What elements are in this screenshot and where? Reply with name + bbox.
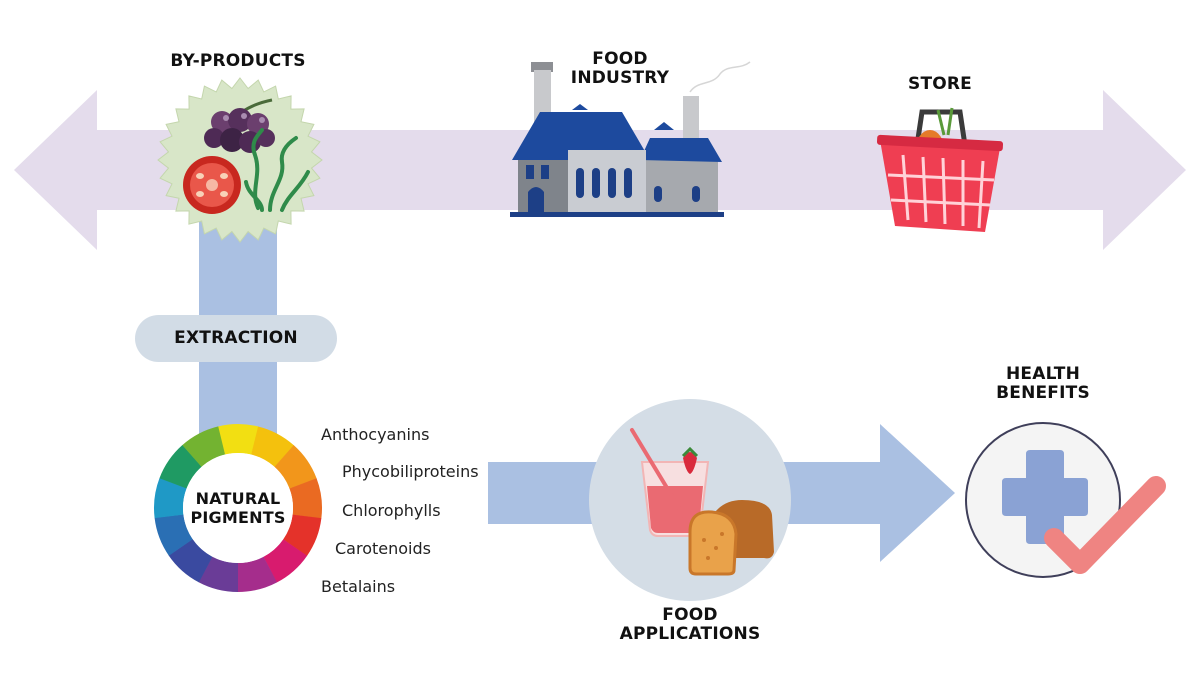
- food-applications-label: FOOD APPLICATIONS: [619, 605, 761, 644]
- color-wheel-segment: [251, 426, 294, 467]
- bread-loaf-icon: [688, 500, 774, 576]
- color-wheel-segment: [182, 426, 226, 467]
- pigment-anthocyanins: Anthocyanins: [321, 425, 430, 444]
- checkmark-icon: [1044, 476, 1166, 574]
- pigment-phycobiliproteins: Phycobiliproteins: [342, 462, 479, 481]
- color-wheel-segment: [198, 556, 238, 592]
- seaweed-icon: [244, 128, 310, 212]
- extraction-label: EXTRACTION: [174, 328, 298, 348]
- color-wheel-segment: [237, 556, 278, 593]
- by-products-badge: [157, 77, 323, 243]
- color-wheel-segment: [159, 444, 202, 489]
- natural-pigments-label: NATURAL PIGMENTS: [190, 489, 286, 527]
- color-wheel-segment: [289, 478, 323, 519]
- pigment-chlorophylls: Chlorophylls: [342, 501, 441, 520]
- color-wheel-segment: [168, 539, 213, 583]
- medical-cross-icon: [1002, 450, 1088, 544]
- pigment-carotenoids: Carotenoids: [335, 539, 431, 558]
- color-wheel-segment: [263, 539, 308, 583]
- color-wheel-segment: [217, 423, 259, 455]
- shopping-basket-icon: [876, 107, 1004, 232]
- color-wheel-segment: [153, 477, 187, 519]
- color-wheel-segment: [283, 514, 322, 556]
- color-wheel-segment: [154, 514, 193, 556]
- health-flow-arrowhead: [880, 424, 955, 562]
- color-wheel-segment: [274, 445, 317, 489]
- extraction-pill: [135, 315, 337, 362]
- tomato-slice-icon: [183, 156, 241, 214]
- by-products-label: BY-PRODUCTS: [170, 51, 306, 71]
- store-label: STORE: [908, 74, 972, 94]
- color-wheel-center: [183, 453, 293, 563]
- factory-icon: [510, 61, 751, 217]
- color-wheel: [153, 423, 323, 593]
- pigment-betalains: Betalains: [321, 577, 396, 596]
- food-industry-label: FOOD INDUSTRY: [570, 49, 670, 88]
- health-benefits-label: HEALTH BENEFITS: [996, 364, 1090, 403]
